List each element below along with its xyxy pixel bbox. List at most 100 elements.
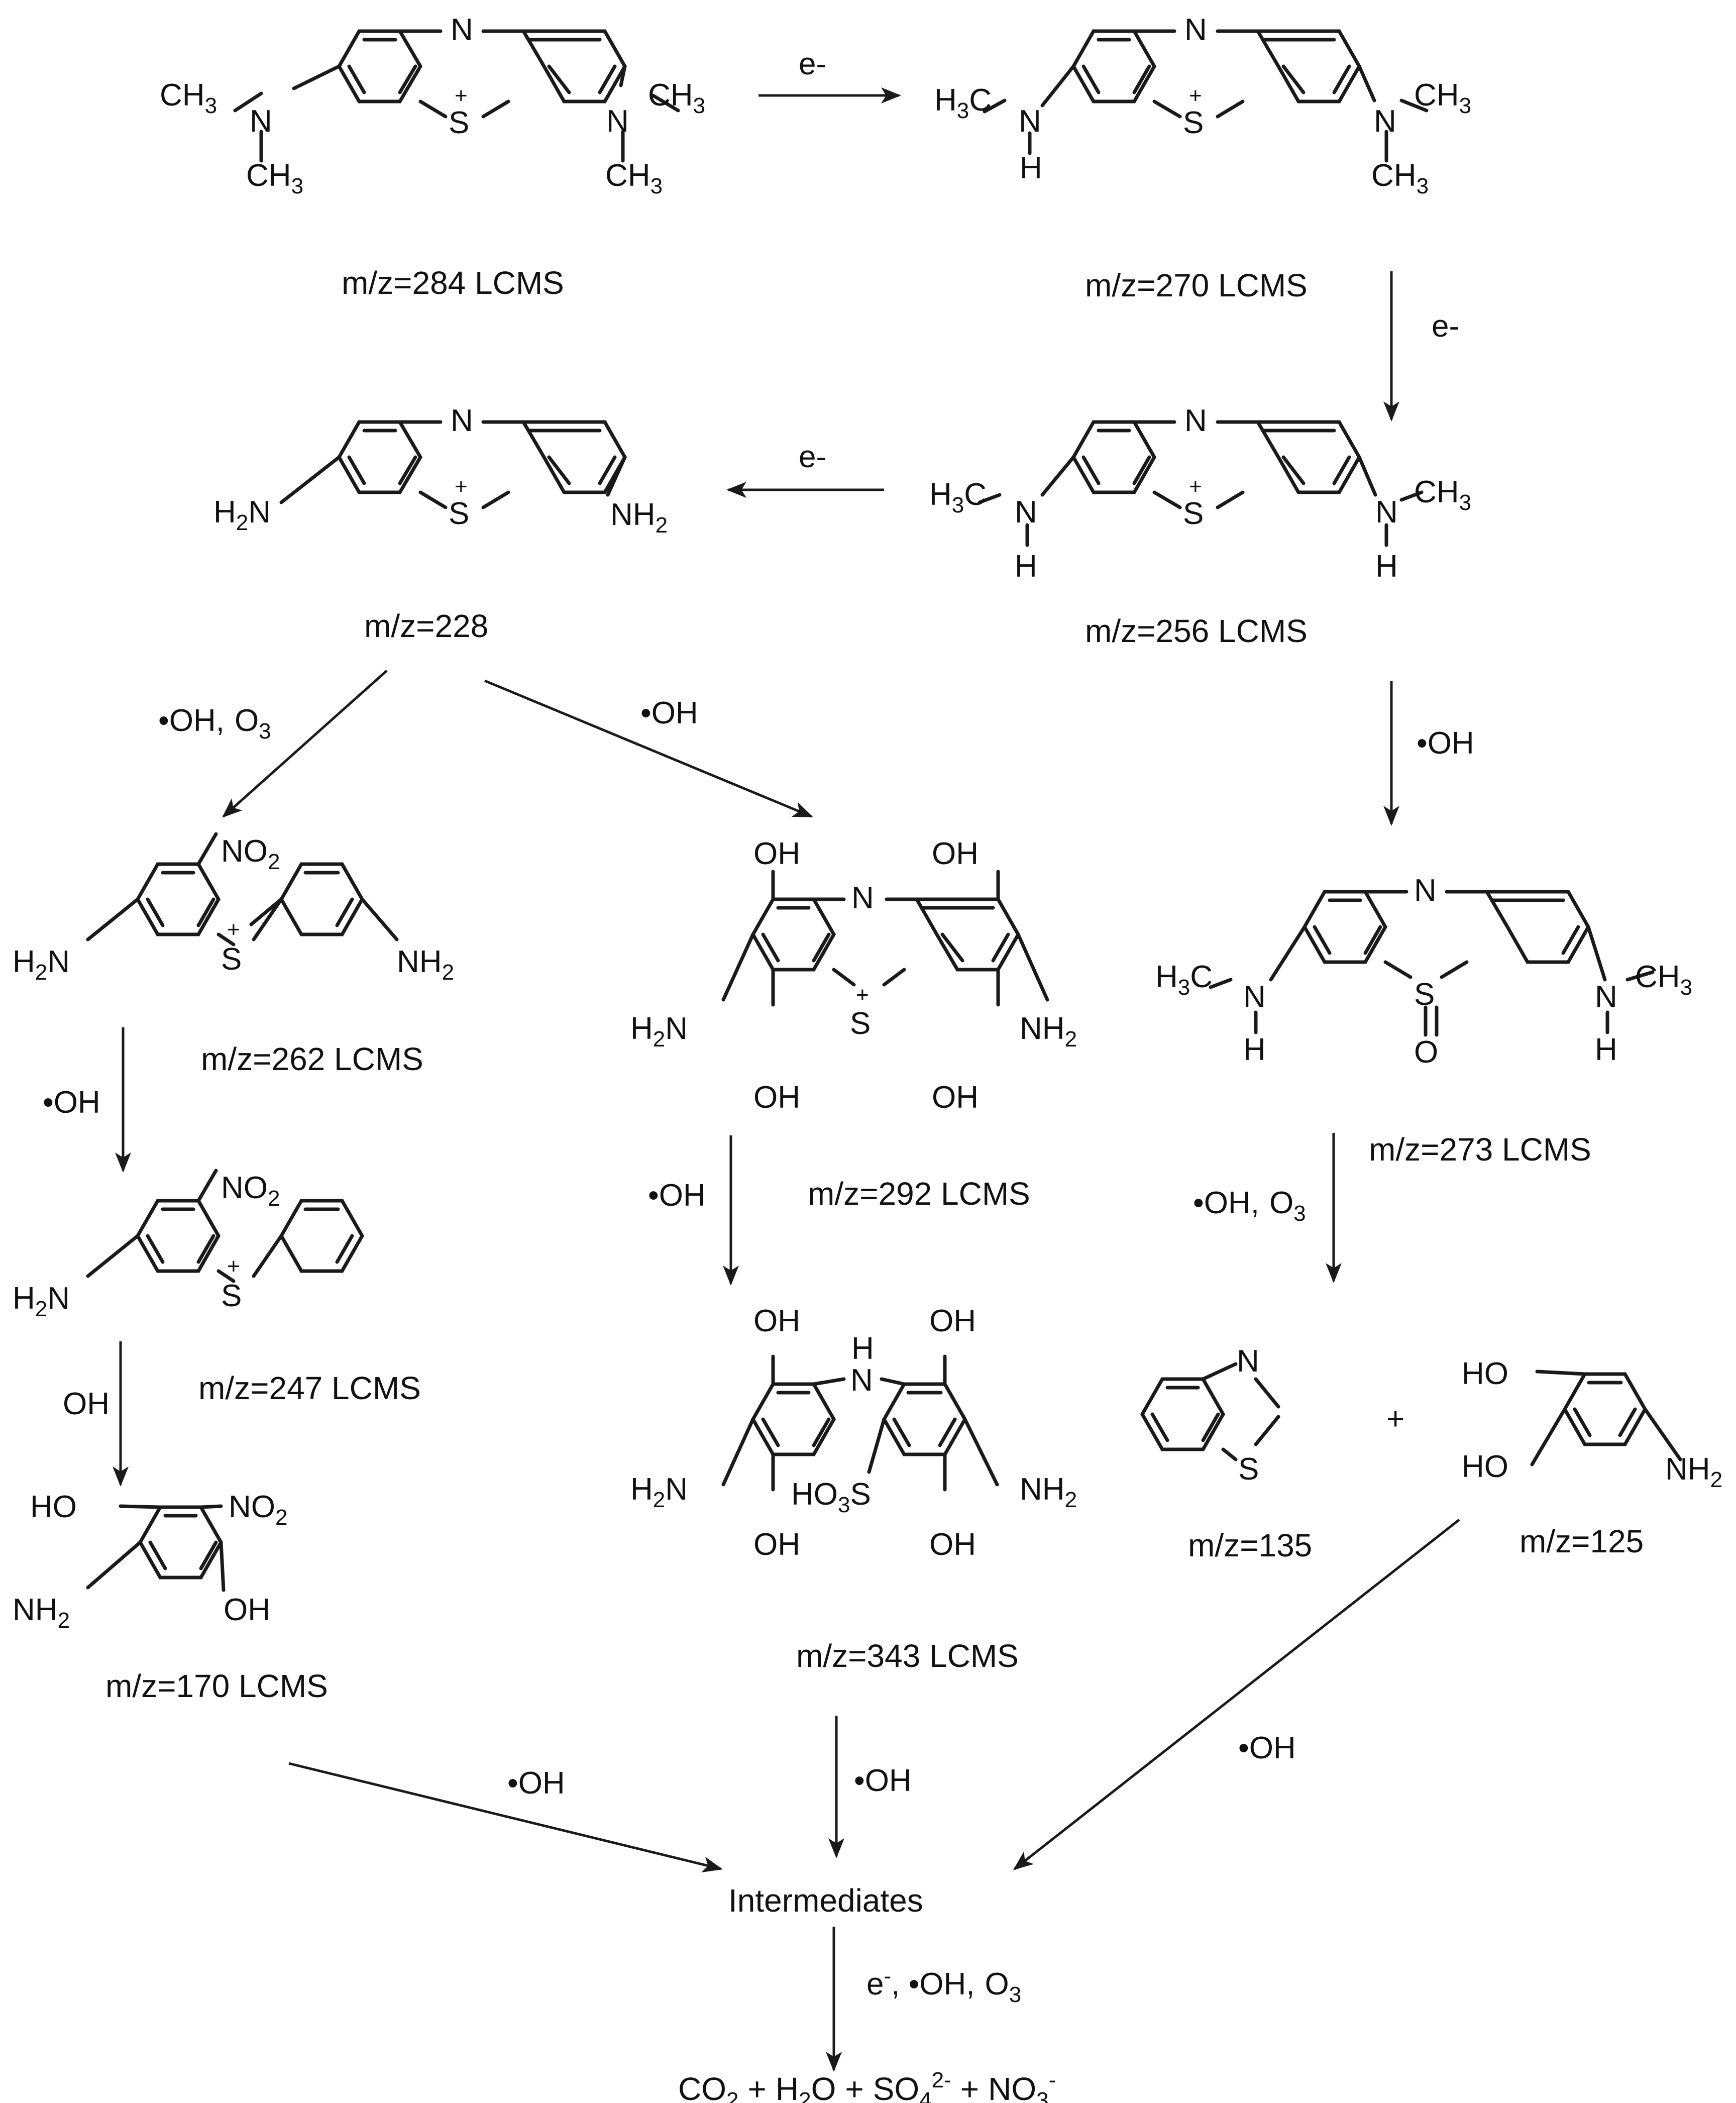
final-products: CO2+H2O+SO42-+NO3-	[678, 2068, 1056, 2103]
mz-label: m/z=170 LCMS	[105, 1668, 328, 1704]
condition-label: •OH	[854, 1763, 912, 1798]
atom-n-ring: N	[851, 881, 874, 915]
reaction-arrow	[1013, 1519, 1460, 1870]
methyl-label: H3C	[1155, 960, 1213, 1000]
condition-label: •OH	[1417, 726, 1474, 761]
hydroxyl-label: HO	[1462, 1356, 1508, 1391]
condition-label: •OH	[1238, 1731, 1296, 1765]
amino-label: NH2	[610, 497, 668, 538]
amino-label: H2N	[13, 1281, 70, 1321]
reaction-arrow	[288, 1762, 723, 1873]
atom-n-right: N	[606, 104, 629, 139]
mz-label: m/z=228	[364, 608, 488, 644]
methyl-label: CH3	[246, 158, 303, 198]
amino-label: NH2	[397, 944, 454, 985]
methyl-label: CH3	[605, 158, 663, 198]
atom-s-ring: S	[1183, 496, 1204, 531]
atom-o: O	[1414, 1035, 1438, 1070]
charge-plus: +	[227, 917, 240, 942]
atom-h: H	[1375, 549, 1398, 584]
condition-label: e-, •OH,O3	[866, 1964, 1021, 2007]
atom-n-right: N	[1374, 104, 1396, 139]
atom-h: H	[1020, 151, 1042, 185]
hydroxyl-label: HO	[30, 1490, 77, 1524]
mz-label: m/z=135	[1188, 1527, 1312, 1563]
mz-label: m/z=256 LCMS	[1085, 613, 1308, 649]
compound-nitro-aminophenothiazinium: NO2 S + H2N m/z=247 LCMS	[13, 1169, 421, 1406]
methyl-label: CH3	[1414, 78, 1471, 118]
amino-label: H2N	[213, 495, 271, 535]
mz-label: m/z=262 LCMS	[201, 1041, 423, 1077]
amino-label: NH2	[13, 1593, 70, 1633]
reaction-arrow	[222, 670, 388, 818]
atom-n-ring: N	[1184, 403, 1207, 438]
methyl-label: CH3	[160, 78, 217, 118]
atom-h: H	[1015, 549, 1037, 584]
hydroxyl-label: OH	[753, 836, 800, 871]
methyl-label: CH3	[1414, 475, 1471, 515]
amino-label: H2N	[630, 1011, 688, 1052]
hydroxyl-label: OH	[932, 836, 979, 871]
charge-plus: +	[1189, 474, 1202, 499]
compound-demethylated-1: N S + N H H3C N CH3 CH3 m/z=270 LCMS	[934, 13, 1471, 303]
atom-n-right: N	[1375, 495, 1398, 530]
reaction-arrow	[484, 679, 813, 818]
condition-label: •OH	[43, 1085, 100, 1120]
charge-plus: +	[856, 983, 869, 1007]
atom-s-ring: S	[1238, 1452, 1259, 1487]
charge-plus: +	[455, 83, 468, 108]
atom-s-ring: S	[1183, 106, 1204, 140]
mz-label: m/z=273 LCMS	[1369, 1131, 1591, 1168]
condition-label: •OH,O3	[158, 703, 271, 744]
compound-methylene-blue: N S + N CH3 CH3 N CH3 CH3 m/z=284 LCMS	[160, 13, 705, 301]
hydroxyl-label: OH	[753, 1080, 800, 1115]
atom-s-ring: S	[449, 496, 469, 531]
atom-h: H	[1595, 1032, 1617, 1067]
methyl-label: CH3	[648, 78, 705, 118]
charge-plus: +	[227, 1254, 240, 1279]
hydroxyl-label: OH	[932, 1080, 979, 1115]
condition-label: e-	[1432, 309, 1459, 344]
amino-label: NH2	[1020, 1472, 1077, 1512]
charge-plus: +	[1189, 83, 1202, 108]
atom-s-ring: S	[1414, 977, 1435, 1012]
amino-label: H2N	[13, 944, 70, 985]
amino-label: H2N	[630, 1472, 688, 1512]
atom-n-bridge: N	[850, 1363, 873, 1398]
atom-n-ring: N	[1237, 1344, 1259, 1379]
charge-plus: +	[455, 474, 468, 499]
methyl-label: CH3	[1635, 960, 1692, 1000]
compound-tetrahydroxy-thionine: N S + OH OH OH OH H2N NH2 m/z=292 LCMS	[630, 836, 1077, 1212]
mz-label: m/z=247 LCMS	[198, 1370, 421, 1406]
atom-h: H	[1243, 1032, 1266, 1067]
amino-label: NH2	[1020, 1011, 1077, 1052]
atom-n-ring: N	[451, 13, 473, 47]
condition-label: •OH,O3	[1193, 1186, 1306, 1226]
condition-label: •OH	[648, 1178, 706, 1213]
compound-sulfoxide: N S O N H H3C N H CH3 m/z=273 LCMS	[1155, 873, 1692, 1168]
nitro-label: NO2	[229, 1490, 287, 1530]
amino-label: NH2	[1665, 1452, 1722, 1492]
atom-n-left: N	[1243, 980, 1266, 1014]
hydroxyl-label: HO	[1462, 1449, 1508, 1484]
atom-n-right: N	[1595, 980, 1617, 1014]
mz-label: m/z=125	[1520, 1523, 1644, 1559]
sulfonate-label: HO3S	[791, 1477, 871, 1517]
intermediates-label: Intermediates	[728, 1882, 923, 1919]
methyl-label: H3C	[934, 83, 992, 123]
compound-aminocatechol: HO HO NH2 m/z=125	[1462, 1356, 1722, 1559]
mz-label: m/z=270 LCMS	[1085, 267, 1308, 303]
methyl-label: CH3	[1371, 158, 1429, 198]
condition-label: OH	[63, 1387, 110, 1421]
condition-label: •OH	[507, 1766, 565, 1801]
mz-label: m/z=292 LCMS	[808, 1176, 1030, 1212]
atom-n-left: N	[250, 104, 272, 139]
hydroxyl-label: OH	[929, 1527, 976, 1562]
atom-n-left: N	[1019, 104, 1041, 139]
compound-nitro-thionine: NO2 S + H2N NH2 m/z=262 LCMS	[13, 832, 454, 1077]
atom-n-left: N	[1015, 495, 1037, 530]
hydroxyl-label: OH	[753, 1527, 800, 1562]
condition-label: •OH	[640, 696, 698, 730]
hydroxyl-label: OH	[224, 1593, 270, 1627]
atom-h: H	[851, 1331, 874, 1366]
